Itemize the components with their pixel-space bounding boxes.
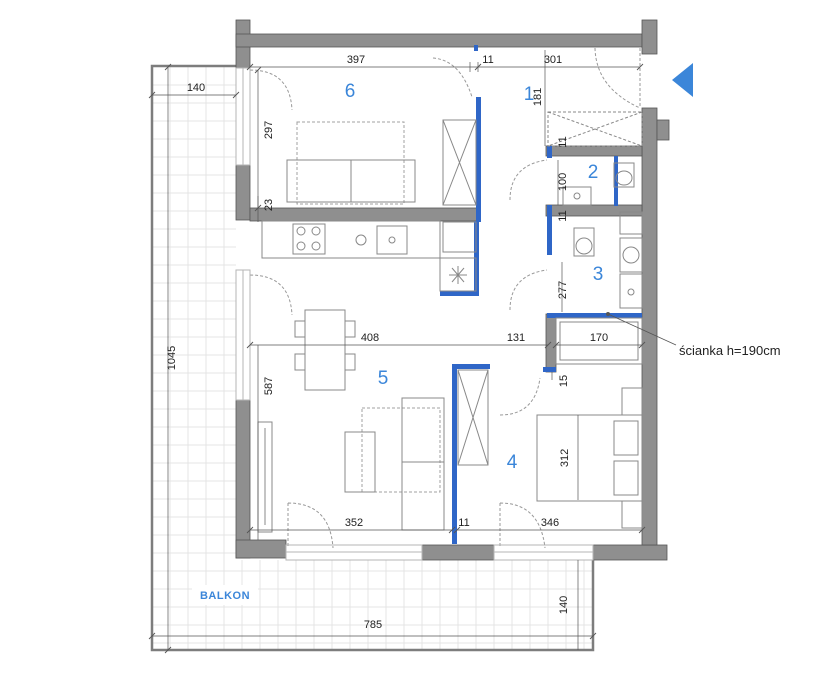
balkon-label: BALKON [200,590,250,602]
dim-1045: 1045 [166,346,178,370]
dim-352: 352 [345,517,363,529]
dim-181: 181 [532,88,544,106]
room-number-4: 4 [507,452,518,473]
dim-587: 587 [263,377,275,395]
dim-301: 301 [544,54,562,66]
partition-height-note: ścianka h=190cm [679,343,781,358]
room-number-3: 3 [593,264,604,285]
dim-140-top: 140 [187,82,205,94]
dim-297: 297 [263,121,275,139]
dimension-texts: 397 11 301 140 181 297 11 100 11 23 277 … [166,54,608,631]
balkon-label-box [192,585,258,605]
balcony [150,64,595,652]
room-number-2: 2 [588,162,599,183]
sofa-room-5 [401,397,445,531]
dim-11-mid: 11 [557,210,569,221]
toilet-3 [573,227,595,257]
wardrobe-room-6 [442,119,477,206]
partition-leader [607,313,677,346]
shelf-3 [619,211,643,235]
dim-277: 277 [557,281,569,299]
openings [249,47,641,549]
kitchen-sink [376,225,408,255]
furniture [257,111,643,533]
dining-table [304,309,346,391]
dim-312: 312 [559,449,571,467]
room-number-1: 1 [524,84,535,105]
kitchen-counter [261,220,441,259]
window-frames [235,67,594,561]
dim-170: 170 [590,332,608,344]
dim-100: 100 [557,173,569,191]
room-number-5: 5 [378,368,389,389]
dim-15: 15 [558,375,570,387]
sink-2 [562,186,592,206]
oven [442,221,477,253]
dim-131: 131 [507,332,525,344]
shower-tray [547,111,643,147]
toilet-2 [613,162,635,188]
rug-room-5 [361,407,441,493]
dim-140-bottom: 140 [558,596,570,614]
wardrobe-room-4 [457,369,489,466]
dim-346: 346 [541,517,559,529]
walls [235,19,670,561]
dim-11-bottom: 11 [458,517,469,529]
room-labels: 1 2 3 4 5 6 [345,81,604,473]
bed [536,414,643,502]
bathtub [555,317,643,365]
dim-408: 408 [361,332,379,344]
washing-machine [619,237,643,273]
rug-room-6 [296,121,405,205]
entrance-arrow-icon [672,63,693,97]
dim-785: 785 [364,619,382,631]
dimension-ticks [148,63,646,654]
sink-3 [619,273,643,309]
dim-11-bath: 11 [557,136,569,147]
fridge [439,257,477,292]
dim-11-top: 11 [482,54,493,66]
dimension-lines [152,50,642,650]
cooktop [292,223,326,255]
dim-397: 397 [347,54,365,66]
coffee-table [344,431,376,493]
dim-23: 23 [263,199,275,211]
room-number-6: 6 [345,81,356,102]
balcony-railing [150,64,595,652]
balcony-tile-grid [152,67,592,650]
